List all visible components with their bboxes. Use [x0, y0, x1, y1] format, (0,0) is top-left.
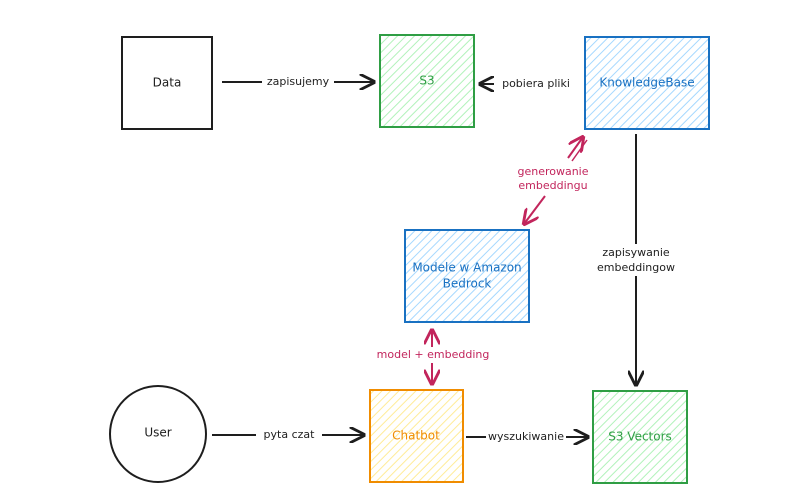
node-bedrock-label-line2: Bedrock: [443, 277, 492, 291]
edge-chatbot-to-vectors: wyszukiwanie: [466, 428, 588, 446]
edge-chatbot-to-vectors-label-bg: [486, 428, 566, 446]
edge-bedrock-kb-line-top: [567, 137, 583, 159]
node-knowledge-base-box: [584, 36, 710, 130]
node-bedrock-label-line1: Modele w Amazon: [412, 261, 521, 275]
edge-chatbot-to-vectors-label: wyszukiwanie: [488, 430, 564, 443]
node-chatbot-label: Chatbot: [392, 429, 440, 443]
edge-chatbot-bedrock-label: model + embedding: [377, 348, 490, 361]
edge-kb-to-vectors-label-bg: [596, 244, 676, 276]
edge-user-to-chatbot-label-bg: [256, 426, 322, 444]
edge-bedrock-kb: generowanie embeddingu: [517, 137, 589, 224]
node-chatbot[interactable]: Chatbot: [369, 389, 464, 483]
node-data-label: Data: [153, 76, 182, 90]
edge-kb-to-vectors: zapisywanie embeddingow: [596, 134, 676, 385]
node-knowledge-base[interactable]: KnowledgeBase: [584, 36, 710, 130]
edge-kb-to-vectors-label-line1: zapisywanie: [602, 246, 670, 259]
node-chatbot-box: [369, 389, 464, 483]
edge-kb-to-vectors-label-line2: embeddingow: [597, 261, 675, 274]
edge-data-to-s3: zapisujemy: [222, 73, 374, 91]
edge-chatbot-bedrock: model + embedding: [376, 330, 490, 384]
node-knowledge-base-label: KnowledgeBase: [599, 76, 694, 90]
node-data-box: [121, 36, 213, 130]
node-s3-label: S3: [419, 74, 434, 88]
edge-bedrock-kb-line-bottom: [524, 195, 546, 224]
node-s3-vectors-label: S3 Vectors: [608, 430, 672, 444]
edge-kb-to-s3: pobiera pliki: [480, 75, 580, 93]
node-s3-vectors-box: [592, 390, 688, 484]
node-user[interactable]: User: [109, 385, 207, 483]
node-user-label: User: [144, 426, 171, 440]
edge-data-to-s3-label: zapisujemy: [267, 75, 330, 88]
node-bedrock[interactable]: Modele w Amazon Bedrock: [404, 229, 530, 323]
node-bedrock-box: [404, 229, 530, 323]
edge-bedrock-kb-label-line1: generowanie: [517, 165, 588, 178]
edge-kb-to-s3-label: pobiera pliki: [502, 77, 570, 90]
edge-user-to-chatbot: pyta czat: [212, 426, 364, 444]
node-user-circle: [109, 385, 207, 483]
edge-user-to-chatbot-label: pyta czat: [264, 428, 316, 441]
node-data[interactable]: Data: [121, 36, 213, 130]
node-s3-vectors[interactable]: S3 Vectors: [592, 390, 688, 484]
edge-data-to-s3-label-bg: [262, 73, 334, 91]
edge-chatbot-bedrock-label-bg: [376, 347, 490, 363]
edge-bedrock-kb-label-line2: embeddingu: [518, 179, 587, 192]
node-s3-box: [379, 34, 475, 128]
node-s3[interactable]: S3: [379, 34, 475, 128]
edge-kb-to-s3-label-bg: [494, 75, 580, 93]
edge-bedrock-kb-line-top-2: [571, 139, 588, 162]
